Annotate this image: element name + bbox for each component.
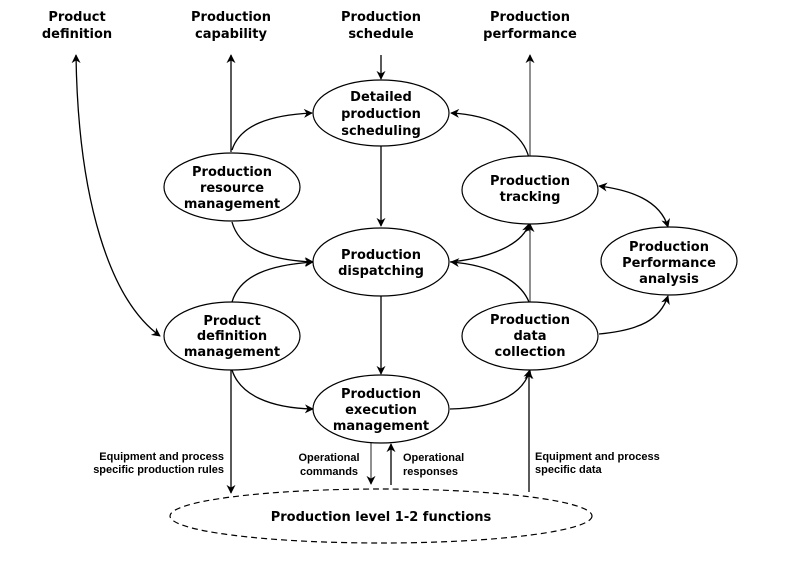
edge-label-operational-responses: Operational responses [403, 452, 464, 478]
edge-definition-to-execution [231, 369, 314, 414]
label-line: commands [300, 466, 358, 478]
edge-resource-to-detailed [231, 108, 313, 151]
label-line: Equipment and process [99, 451, 224, 463]
node-label: Production [490, 313, 570, 328]
label-line: Product [48, 10, 105, 25]
label-line: Production [490, 10, 570, 25]
edge-collection-to-dispatching [450, 258, 530, 303]
node-label: Production [341, 248, 421, 263]
node-production-data-collection: Production data collection [461, 301, 599, 371]
label-line: Production [341, 10, 421, 25]
node-label: Production [192, 165, 272, 180]
label-line: capability [195, 27, 267, 42]
node-label: analysis [639, 272, 699, 287]
node-production-dispatching: Production dispatching [312, 227, 450, 297]
edge-tracking-to-detailed [450, 108, 530, 159]
external-label-production-capability: Production capability [191, 10, 271, 42]
label-line: responses [403, 466, 458, 478]
node-label: management [333, 419, 429, 434]
node-label: scheduling [341, 124, 421, 139]
edge-definition-bidirectional [71, 54, 161, 337]
edge-tracking-performance-analysis [598, 182, 671, 228]
node-label: management [184, 197, 280, 212]
node-label: collection [495, 345, 566, 360]
label-line: performance [483, 27, 577, 42]
node-label: production [341, 107, 421, 122]
label-line: Production [191, 10, 271, 25]
node-label: definition [197, 329, 267, 344]
edge-execution-to-collection [449, 369, 533, 410]
label-line: Operational [298, 452, 359, 464]
node-detailed-production-scheduling: Detailed production scheduling [312, 79, 450, 147]
node-label: Production [341, 387, 421, 402]
node-production-tracking: Production tracking [461, 155, 599, 225]
node-production-level-1-2-functions: Production level 1-2 functions [169, 488, 593, 544]
node-label: Production [490, 174, 570, 189]
edge-collection-to-analysis [598, 295, 670, 335]
label-line: Equipment and process [535, 451, 660, 463]
edge-label-production-rules: Equipment and process specific productio… [93, 451, 224, 476]
node-production-resource-management: Production resource management [163, 152, 301, 222]
node-production-execution-management: Production execution management [312, 374, 450, 444]
label-line: definition [42, 27, 112, 42]
external-label-production-schedule: Production schedule [341, 10, 421, 42]
node-production-performance-analysis: Production Performance analysis [600, 226, 738, 296]
label-line: schedule [348, 27, 414, 42]
label-line: Operational [403, 452, 464, 464]
node-label: Production level 1-2 functions [271, 510, 492, 525]
external-label-production-performance: Production performance [483, 10, 577, 42]
node-label: resource [200, 181, 264, 196]
node-label: execution [345, 403, 417, 418]
node-product-definition-management: Product definition management [163, 301, 301, 371]
node-label: Performance [622, 256, 716, 271]
node-label: tracking [500, 190, 561, 205]
edge-dispatching-to-tracking [449, 223, 531, 263]
node-label: Product [203, 314, 260, 329]
node-label: Detailed [350, 90, 412, 105]
edge-definition-to-dispatching [231, 258, 314, 303]
external-label-product-definition: Product definition [42, 10, 112, 42]
node-label: Production [629, 240, 709, 255]
node-label: data [513, 329, 546, 344]
label-line: specific production rules [93, 464, 224, 476]
edge-label-process-data: Equipment and process specific data [535, 451, 660, 476]
edge-resource-to-dispatching [231, 221, 314, 267]
label-line: specific data [535, 464, 603, 476]
edge-label-operational-commands: Operational commands [298, 452, 359, 478]
node-label: dispatching [338, 264, 424, 279]
node-label: management [184, 345, 280, 360]
